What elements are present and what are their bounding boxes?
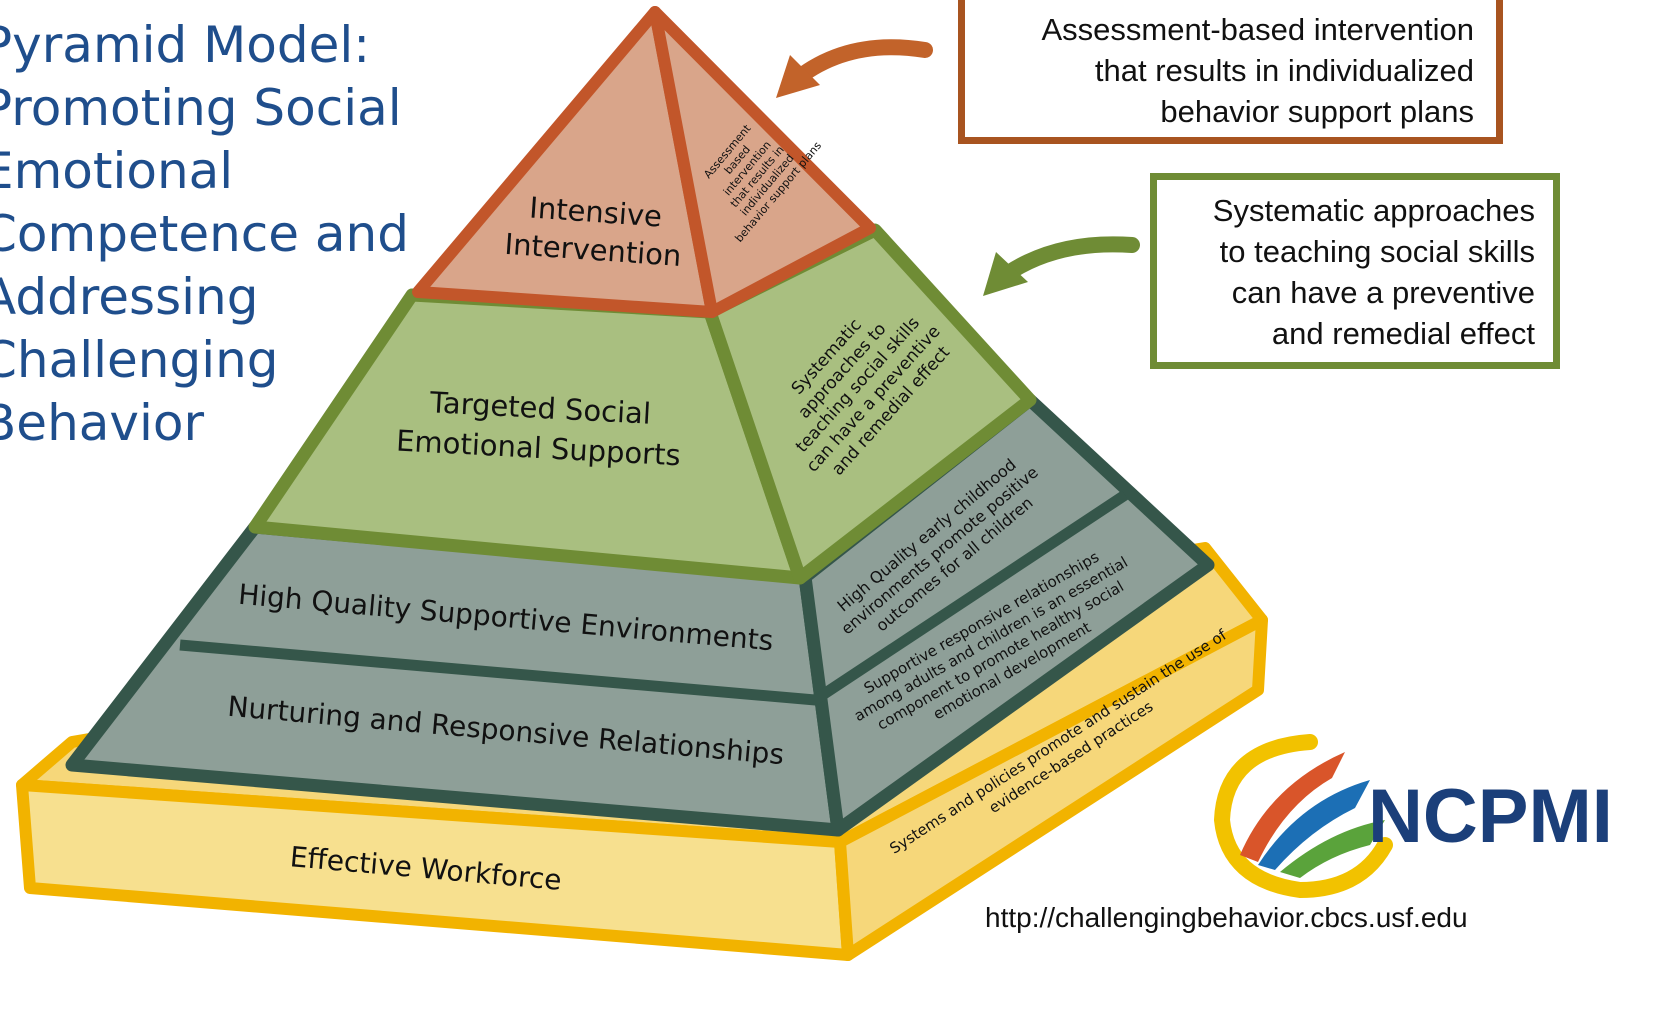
source-url[interactable]: http://challengingbehavior.cbcs.usf.edu (985, 902, 1468, 933)
logo-swoosh-blue (1258, 780, 1370, 870)
callout-line: behavior support plans (1160, 94, 1474, 129)
arrow-to-top-tier-head (776, 55, 820, 98)
title-line: Addressing (0, 268, 259, 326)
title-line: Competence and (0, 205, 409, 263)
ncpmi-logo: NCPMI (1213, 734, 1613, 899)
callout-line: Systematic approaches (1212, 193, 1535, 228)
logo-swoosh-green (1280, 820, 1385, 878)
arrow-to-green-tier-head (983, 252, 1028, 296)
gray-tier-divider (179, 490, 1129, 706)
title-line: Behavior (0, 394, 205, 452)
title-line: Promoting Social (0, 79, 402, 137)
callout-line: that results in individualized (1094, 53, 1474, 88)
logo-swoosh-orange (1240, 752, 1345, 862)
title-line: Challenging (0, 331, 279, 389)
callout-intensive-intervention: Assessment-based intervention that resul… (958, 0, 1503, 144)
logo-text: NCPMI (1368, 774, 1613, 859)
title-line: Emotional (0, 142, 234, 200)
callout-targeted-supports: Systematic approaches to teaching social… (1150, 173, 1560, 369)
callout-line: Assessment-based intervention (1041, 12, 1474, 47)
callout-line: and remedial effect (1271, 316, 1535, 351)
callout-line: to teaching social skills (1219, 234, 1535, 269)
base-tier-side (834, 614, 1268, 961)
title-line: Pyramid Model: (0, 16, 371, 74)
callout-line: can have a preventive (1231, 275, 1535, 310)
page-title: Pyramid Model: Promoting Social Emotiona… (0, 14, 409, 455)
arrow-to-top-tier (790, 39, 933, 86)
arrow-to-green-tier (1002, 236, 1140, 280)
logo-ring-yellow (1213, 734, 1393, 899)
top-tier-side (649, 6, 876, 318)
